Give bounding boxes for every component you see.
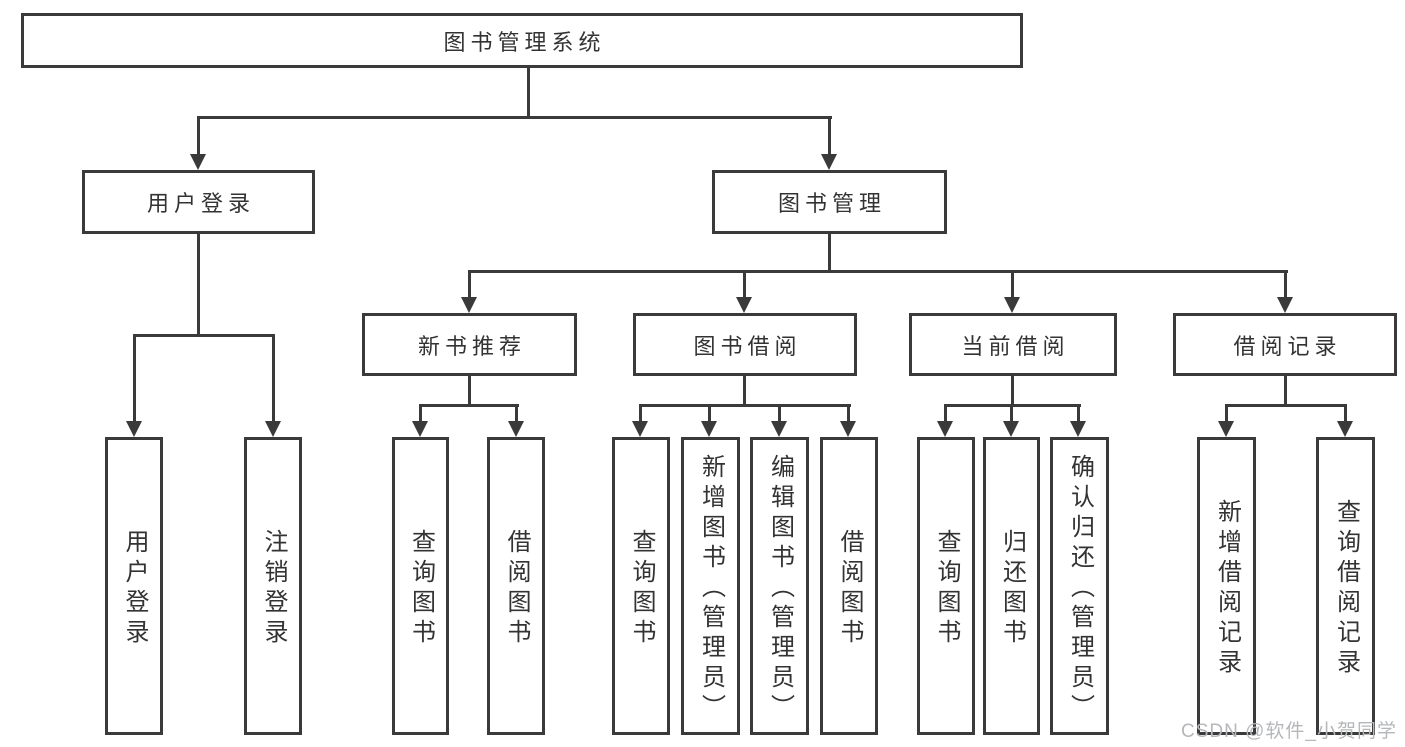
arrowhead-down-icon xyxy=(1277,297,1293,313)
node-new-book-recommendation: 新书推荐 xyxy=(362,313,577,376)
connector-shaft xyxy=(515,404,518,423)
node-label: 新增图书（管理员） xyxy=(697,454,725,724)
node-label: 编辑图书（管理员） xyxy=(766,454,794,724)
connector-shaft xyxy=(468,270,471,299)
node-label: 确认归还（管理员） xyxy=(1066,454,1094,724)
connector-horizontal xyxy=(133,334,275,337)
arrowhead-down-icon xyxy=(1070,421,1086,437)
connector-shaft xyxy=(1344,404,1347,423)
arrowhead-down-icon xyxy=(771,421,787,437)
node-label: 借阅图书 xyxy=(503,529,530,649)
arrowhead-down-icon xyxy=(508,421,524,437)
node-label: 新增借阅记录 xyxy=(1213,499,1241,679)
connector-shaft xyxy=(828,234,831,273)
connector-shaft xyxy=(133,334,136,423)
node-library-management-system: 图书管理系统 xyxy=(21,13,1023,68)
node-book-management: 图书管理 xyxy=(712,170,947,234)
node-current-borrowing: 当前借阅 xyxy=(909,313,1117,376)
connector-shaft xyxy=(1011,270,1014,299)
arrowhead-down-icon xyxy=(937,421,953,437)
node-label: 图书借阅 xyxy=(693,333,802,359)
connector-shaft xyxy=(1077,404,1080,423)
node-label: 图书管理 xyxy=(777,191,886,216)
node-label: 查询借阅记录 xyxy=(1332,499,1360,679)
leaf-edit-book-admin: 编辑图书（管理员） xyxy=(750,437,809,735)
leaf-add-borrow-record: 新增借阅记录 xyxy=(1197,437,1256,735)
connector-horizontal xyxy=(419,404,519,407)
connector-shaft xyxy=(743,270,746,299)
connector-shaft xyxy=(778,404,781,423)
watermark: CSDN @软件_小贺同学 xyxy=(1181,721,1397,742)
connector-shaft xyxy=(419,404,422,423)
arrowhead-down-icon xyxy=(190,154,206,170)
leaf-user-login: 用户登录 xyxy=(105,437,163,735)
leaf-query-books-current: 查询图书 xyxy=(917,437,975,735)
arrowhead-down-icon xyxy=(1337,421,1353,437)
connector-shaft xyxy=(847,404,850,423)
leaf-logout: 注销登录 xyxy=(244,437,302,735)
arrowhead-down-icon xyxy=(736,297,752,313)
arrowhead-down-icon xyxy=(126,421,142,437)
connector-shaft xyxy=(197,234,200,337)
leaf-borrow-books-recommend: 借阅图书 xyxy=(487,437,545,735)
node-label: 查询图书 xyxy=(628,529,655,649)
connector-shaft xyxy=(1225,404,1228,423)
connector-level2-horizontal xyxy=(197,116,832,119)
arrowhead-down-icon xyxy=(412,421,428,437)
connector-level3-horizontal xyxy=(468,270,1288,273)
arrowhead-down-icon xyxy=(461,297,477,313)
node-book-borrowing: 图书借阅 xyxy=(633,313,857,376)
leaf-query-books-recommend: 查询图书 xyxy=(392,437,449,735)
node-label: 查询图书 xyxy=(933,529,960,649)
node-label: 当前借阅 xyxy=(961,333,1070,359)
node-label: 用户登录 xyxy=(146,191,255,216)
arrowhead-down-icon xyxy=(632,421,648,437)
connector-shaft xyxy=(197,116,200,156)
leaf-borrow-books: 借阅图书 xyxy=(820,437,878,735)
arrowhead-down-icon xyxy=(1003,421,1019,437)
node-label: 图书管理系统 xyxy=(443,29,606,55)
node-label: 归还图书 xyxy=(998,529,1026,649)
connector-shaft xyxy=(708,404,711,423)
leaf-query-books-borrowing: 查询图书 xyxy=(612,437,670,735)
node-user-login: 用户登录 xyxy=(82,170,315,234)
node-label: 新书推荐 xyxy=(417,333,526,359)
connector-shaft xyxy=(1011,376,1014,407)
node-label: 查询图书 xyxy=(407,529,435,649)
node-label: 注销登录 xyxy=(260,529,287,649)
node-label: 用户登录 xyxy=(121,529,148,649)
connector-shaft xyxy=(743,376,746,407)
node-label: 借阅记录 xyxy=(1233,333,1342,359)
node-borrowing-records: 借阅记录 xyxy=(1173,313,1397,376)
connector-shaft xyxy=(1284,270,1287,299)
connector-shaft xyxy=(944,404,947,423)
leaf-query-borrow-record: 查询借阅记录 xyxy=(1316,437,1375,735)
arrowhead-down-icon xyxy=(840,421,856,437)
connector-horizontal xyxy=(1225,404,1347,407)
connector-root-vertical xyxy=(527,68,530,119)
arrowhead-down-icon xyxy=(701,421,717,437)
arrowhead-down-icon xyxy=(1004,297,1020,313)
node-label: 借阅图书 xyxy=(836,529,863,649)
connector-shaft xyxy=(828,116,831,156)
connector-shaft xyxy=(468,376,471,407)
connector-horizontal xyxy=(639,404,851,407)
leaf-confirm-return-admin: 确认归还（管理员） xyxy=(1050,437,1109,735)
connector-shaft xyxy=(1010,404,1013,423)
leaf-return-book: 归还图书 xyxy=(983,437,1040,735)
connector-shaft xyxy=(1284,376,1287,407)
connector-shaft xyxy=(272,334,275,423)
arrowhead-down-icon xyxy=(1218,421,1234,437)
connector-shaft xyxy=(639,404,642,423)
leaf-add-book-admin: 新增图书（管理员） xyxy=(681,437,740,735)
arrowhead-down-icon xyxy=(265,421,281,437)
arrowhead-down-icon xyxy=(821,154,837,170)
